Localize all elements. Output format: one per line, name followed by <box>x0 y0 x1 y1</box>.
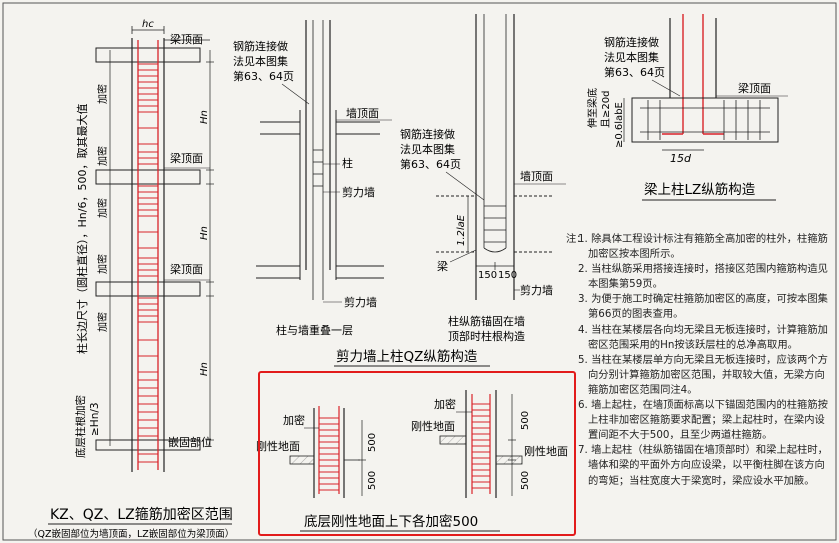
notes-list: 1. 除具体工程设计标注有箍筋全高加密的柱外，柱箍筋加密区按本图所示。 2. 当… <box>566 232 832 489</box>
base-dense-vertical-label: 底层柱根加密 <box>74 395 87 458</box>
note-item: 4. 当柱在某楼层各向均无梁且无板连接时，计算箍筋加密区范围采用的Hn按该跃层柱… <box>578 323 828 351</box>
wall2-lae-label: 1.2laE <box>456 214 467 246</box>
jiami-label-4: 加密 <box>96 254 109 274</box>
ground-diagram-title: 底层刚性地面上下各加密500 <box>304 513 478 530</box>
ground-dim-500-r2: 500 <box>520 471 531 490</box>
wall1-note-line3: 第63、64页 <box>233 69 294 83</box>
wall1-note-line2: 法见本图集 <box>233 54 288 68</box>
note-item: 5. 当柱在某楼层单方向无梁且无板连接时，应该两个方向分别计算箍筋加密区范围，并… <box>578 353 828 396</box>
wall1-column-label: 柱 <box>342 156 353 170</box>
ground-rigid-right-bot: 刚性地面 <box>524 444 568 458</box>
hn-label-1: Hn <box>199 110 210 124</box>
beam-note-line3: 第63、64页 <box>604 65 665 79</box>
hc-label: hc <box>142 19 154 30</box>
jiami-label-1: 加密 <box>96 84 109 104</box>
wall2-shear-wall-label: 剪力墙 <box>520 283 553 297</box>
jiami-label-2: 加密 <box>96 146 109 166</box>
column-size-vertical-label: 柱长边尺寸（圆柱直径），Hn/6，500，取其最大值 <box>75 104 89 354</box>
wall2-caption-line1: 柱纵筋锚固在墙 <box>448 314 525 328</box>
note-item: 7. 墙上起柱（柱纵筋锚固在墙顶部时）和梁上起柱时，墙体和梁的平面外方向应设梁，… <box>578 444 828 487</box>
wall-section-title: 剪力墙上柱QZ纵筋构造 <box>336 348 478 365</box>
notes-panel: 注： 1. 除具体工程设计标注有箍筋全高加密的柱外，柱箍筋加密区按本图所示。 2… <box>566 232 832 489</box>
wall2-note-line3: 第63、64页 <box>400 157 461 171</box>
ground-jiami-left: 加密 <box>283 413 305 427</box>
beam-dim-15d: 15d <box>670 152 692 165</box>
ground-rigid-right-top: 刚性地面 <box>411 419 455 433</box>
wall2-caption-line2: 顶部时柱根构造 <box>448 329 525 343</box>
wall2-wall-top-label: 墙顶面 <box>520 169 553 183</box>
wall1-shear-wall-label-2: 剪力墙 <box>344 295 377 309</box>
wall-diagram-2: 1.2laE 150 150 钢筋连接做 法见本图集 第63、64页 墙顶面 梁… <box>400 14 566 343</box>
wall1-note-line1: 钢筋连接做 <box>233 39 288 53</box>
wall1-caption: 柱与墙重叠一层 <box>276 323 353 337</box>
left-diagram-title: KZ、QZ、LZ箍筋加密区范围 <box>50 506 233 523</box>
base-dense-ratio-label: ≥Hn/3 <box>89 402 101 436</box>
stirrup-zone <box>138 63 158 463</box>
wall2-note-line2: 法见本图集 <box>400 142 455 156</box>
ground-rigid-left: 刚性地面 <box>256 439 300 453</box>
wall2-beam-label: 梁 <box>437 259 448 273</box>
note-item: 3. 为便于施工时确定柱箍筋加密区的高度，可按本图集第66页的图表查用。 <box>578 293 828 321</box>
beam-note-line1: 钢筋连接做 <box>604 35 659 49</box>
notes-label: 注： <box>566 233 587 245</box>
ground-jiami-right: 加密 <box>434 397 456 411</box>
beam-vert-label-1: 伸至梁底 <box>586 88 599 128</box>
beam-note-line2: 法见本图集 <box>604 50 659 64</box>
left-column-diagram: hc 梁顶面 <box>28 19 234 540</box>
jiami-label-5: 加密 <box>96 312 109 332</box>
note-item: 6. 墙上起柱，在墙顶面标高以下锚固范围内的柱箍筋按上柱非加密区箍筋要求配置；梁… <box>578 399 828 442</box>
wall2-dim-150b: 150 <box>498 270 517 281</box>
hn-label-2: Hn <box>199 226 210 240</box>
ground-dim-500-r1: 500 <box>520 411 531 430</box>
embed-part-label: 嵌固部位 <box>168 435 212 449</box>
ground-diagram: 加密 刚性地面 500 500 加密 刚性地面 刚性地面 500 500 <box>256 390 568 532</box>
note-item: 2. 当柱纵筋采用搭接连接时，搭接区范围内箍筋构造见本图集第59页。 <box>578 263 828 291</box>
beam-top-label-1: 梁顶面 <box>170 32 203 46</box>
wall2-dim-150a: 150 <box>478 270 497 281</box>
beam-top-label: 梁顶面 <box>738 81 771 95</box>
ground-dim-500-l2: 500 <box>367 471 378 490</box>
beam-top-label-3: 梁顶面 <box>170 262 203 276</box>
beam-diagram: 15d 伸至梁底 且≥20d ≥0.6labE 钢筋连接做 法见本图集 第63、… <box>586 14 788 201</box>
wall1-shear-wall-label: 剪力墙 <box>342 185 375 199</box>
beam-top-label-2: 梁顶面 <box>170 151 203 165</box>
left-diagram-subtitle: （QZ嵌固部位为墙顶面，LZ嵌固部位为梁顶面） <box>28 528 234 540</box>
beam-vert-label-2: 且≥20d <box>600 91 612 128</box>
note-item: 1. 除具体工程设计标注有箍筋全高加密的柱外，柱箍筋加密区按本图所示。 <box>578 233 828 261</box>
ground-dim-500-l1: 500 <box>367 433 378 452</box>
wall-diagram-1: 钢筋连接做 法见本图集 第63、64页 墙顶面 柱 剪力墙 剪力墙 柱与墙重叠一… <box>233 20 392 337</box>
highlight-box <box>258 371 576 536</box>
beam-diagram-title: 梁上柱LZ纵筋构造 <box>644 181 756 198</box>
wall2-note-line1: 钢筋连接做 <box>400 127 455 141</box>
jiami-label-3: 加密 <box>96 198 109 218</box>
hn-label-3: Hn <box>199 362 210 376</box>
wall1-wall-top-label: 墙顶面 <box>346 106 379 120</box>
beam-vert-label-3: ≥0.6labE <box>614 102 625 148</box>
